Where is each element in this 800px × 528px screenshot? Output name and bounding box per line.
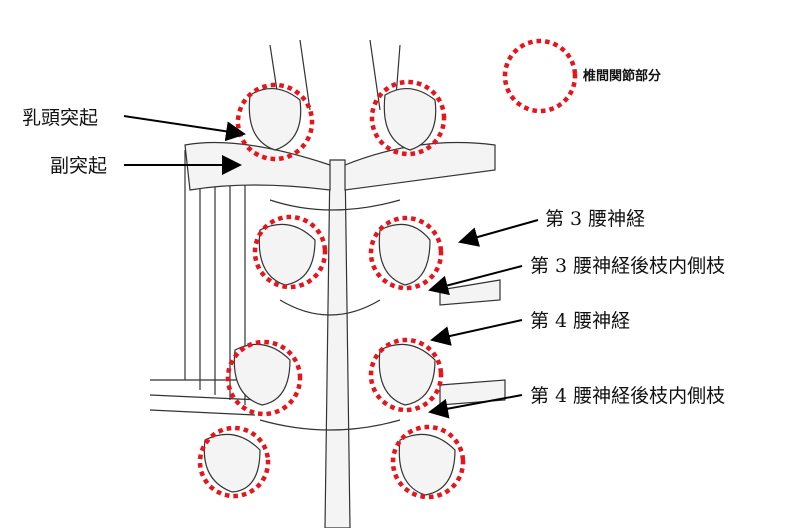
label-l3-nerve: 第 3 腰神経 — [545, 208, 645, 230]
facet-ring — [197, 425, 271, 499]
facet-ring — [252, 214, 328, 290]
facet-ring — [368, 215, 444, 291]
left-labels: 乳頭突起 副突起 — [22, 107, 246, 177]
label-l4-nerve: 第 4 腰神経 — [530, 310, 630, 332]
legend: 椎間関節部分 — [502, 38, 661, 114]
pointer-arrow — [458, 219, 539, 247]
facet-ring — [235, 82, 315, 162]
label-mammillary-process: 乳頭突起 — [22, 107, 98, 129]
facet-ring — [225, 339, 303, 417]
right-labels: 第 3 腰神経 第 3 腰神経後枝内側枝 第 4 腰神経 第 4 腰神経後枝内側… — [428, 208, 725, 419]
pointer-arrow — [428, 265, 523, 296]
legend-ring-icon — [502, 38, 578, 114]
legend-label: 椎間関節部分 — [582, 68, 661, 84]
facet-ring — [369, 79, 447, 157]
spinous-column — [324, 159, 351, 528]
facet-ring — [390, 424, 466, 500]
label-accessory-process: 副突起 — [50, 155, 107, 177]
facet-joint-rings — [197, 79, 466, 500]
pointer-arrow — [430, 319, 523, 346]
label-l4-medial-branch: 第 4 腰神経後枝内側枝 — [530, 385, 725, 407]
label-l3-medial-branch: 第 3 腰神経後枝内側枝 — [530, 255, 725, 277]
pointer-arrow — [428, 394, 523, 419]
pointer-arrow — [123, 115, 246, 142]
facet-ring — [368, 337, 444, 413]
